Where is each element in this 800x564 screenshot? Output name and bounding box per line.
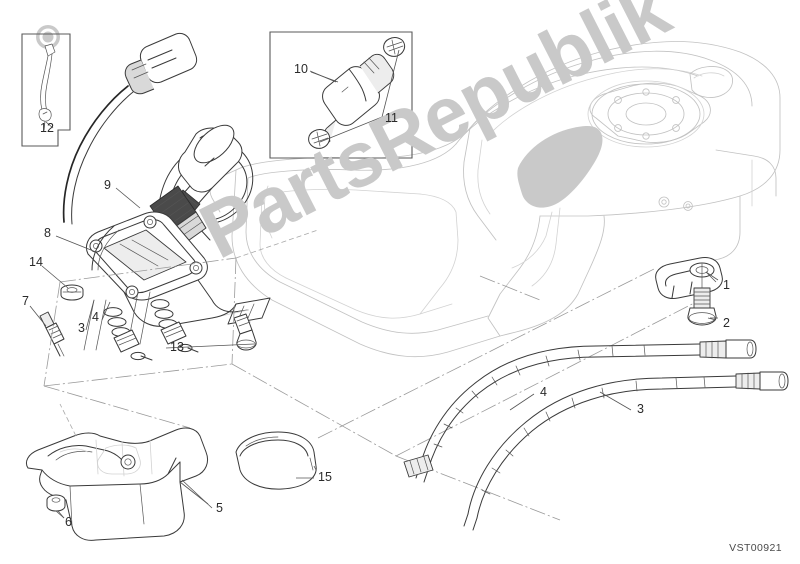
stud-screw-part bbox=[39, 311, 65, 357]
rubber-pad bbox=[235, 431, 317, 490]
callout-13: 13 bbox=[170, 340, 184, 354]
pump-guard-cover bbox=[25, 403, 209, 541]
callout-3-alt: 3 bbox=[78, 321, 85, 335]
callout-7: 7 bbox=[22, 294, 29, 308]
fuel-tank-outline bbox=[209, 41, 781, 358]
flange-bolt-part bbox=[687, 287, 718, 326]
callout-9: 9 bbox=[104, 178, 111, 192]
hose-fitting-upper bbox=[699, 339, 757, 359]
fuel-hose-upper bbox=[403, 339, 757, 483]
pump-connector bbox=[124, 32, 198, 95]
washer-nut-part bbox=[60, 284, 84, 301]
fuel-filter-part bbox=[308, 37, 406, 149]
inset-box-right bbox=[269, 31, 413, 159]
flange-screw-part bbox=[233, 313, 257, 351]
hose-bracket-assembly bbox=[655, 257, 723, 326]
callout-4-alt: 4 bbox=[92, 310, 99, 324]
filter-clamp-bottom bbox=[308, 129, 331, 149]
callout-12: 12 bbox=[40, 121, 54, 135]
callout-6: 6 bbox=[65, 515, 72, 529]
fuel-pump-assembly bbox=[62, 32, 271, 327]
sensor-lead-part bbox=[38, 43, 56, 131]
construction-lines bbox=[43, 229, 701, 521]
hose-fitting-lower bbox=[735, 371, 789, 391]
callout-14: 14 bbox=[29, 255, 43, 269]
inset-box-left bbox=[21, 33, 71, 147]
callout-15: 15 bbox=[318, 470, 332, 484]
callout-10: 10 bbox=[294, 62, 308, 76]
callout-4: 4 bbox=[540, 385, 547, 399]
diagram-code: VST00921 bbox=[729, 542, 782, 554]
callout-5: 5 bbox=[216, 501, 223, 515]
callout-1: 1 bbox=[723, 278, 730, 292]
filler-cap-ring bbox=[587, 80, 711, 148]
callout-8: 8 bbox=[44, 226, 51, 240]
watermark-shield bbox=[517, 125, 603, 208]
oring-column-b bbox=[150, 299, 199, 353]
callout-2: 2 bbox=[723, 316, 730, 330]
callout-3: 3 bbox=[637, 402, 644, 416]
callout-leaders bbox=[29, 70, 717, 519]
fuel-hose-lower bbox=[463, 371, 789, 531]
filter-clamp-top bbox=[383, 37, 406, 57]
cover-nut-part bbox=[46, 494, 66, 519]
fastener-group bbox=[39, 284, 257, 361]
callout-11: 11 bbox=[385, 111, 398, 125]
fuel-hoses bbox=[403, 339, 789, 531]
oring-column-a bbox=[103, 307, 153, 361]
